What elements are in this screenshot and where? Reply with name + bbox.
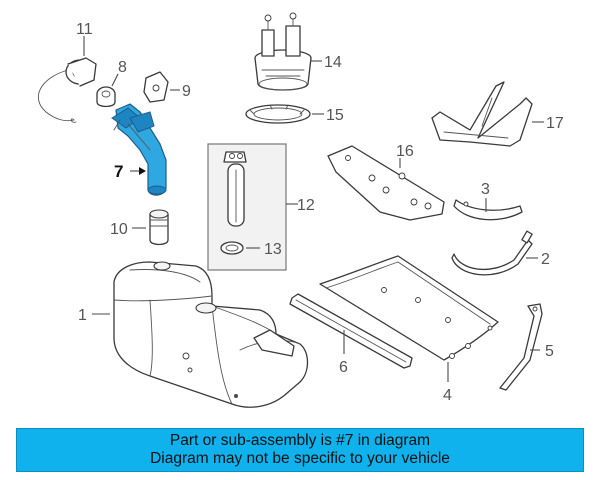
callout-10[interactable]: 10 [110, 221, 128, 238]
part-3-strap[interactable] [453, 199, 523, 221]
callout-11[interactable]: 11 [76, 21, 93, 38]
callout-16[interactable]: 16 [396, 143, 414, 160]
part-13-o-ring[interactable] [220, 241, 244, 255]
callout-2[interactable]: 2 [541, 251, 550, 268]
callout-9[interactable]: 9 [182, 83, 191, 100]
callout-8[interactable]: 8 [118, 59, 127, 76]
part-12-sending-unit[interactable] [223, 151, 247, 227]
callout-1[interactable]: 1 [78, 307, 87, 324]
part-9-bracket[interactable] [143, 71, 169, 103]
part-6-rail[interactable] [289, 293, 413, 369]
part-1-fuel-tank[interactable] [113, 261, 309, 408]
callout-13[interactable]: 13 [264, 241, 282, 258]
callout-6[interactable]: 6 [339, 359, 348, 376]
part-2-strap[interactable] [451, 230, 533, 276]
part-4-skid-plate[interactable] [319, 255, 499, 361]
part-5-strap[interactable] [499, 303, 543, 391]
callout-12[interactable]: 12 [297, 197, 315, 214]
part-16-heat-shield[interactable] [327, 145, 445, 221]
part-15-lock-ring[interactable] [245, 104, 311, 124]
callout-15[interactable]: 15 [326, 107, 344, 124]
parts-diagram: 11 8 9 7 10 [37, 12, 564, 408]
banner-line-1: Part or sub-assembly is #7 in diagram [169, 432, 431, 449]
part-11-fuel-cap-tether[interactable] [37, 57, 97, 123]
part-7-filler-neck[interactable] [111, 103, 167, 196]
leader-8 [111, 73, 119, 87]
callout-5[interactable]: 5 [545, 343, 554, 360]
part-14-fuel-pump-module[interactable] [254, 12, 312, 91]
callout-4[interactable]: 4 [443, 387, 452, 404]
banner-line-2: Diagram may not be specific to your vehi… [150, 450, 450, 467]
leader-7-arrowhead [139, 167, 146, 175]
callout-14[interactable]: 14 [324, 54, 342, 71]
callout-7[interactable]: 7 [114, 162, 123, 181]
info-banner: Part or sub-assembly is #7 in diagram Di… [16, 428, 584, 472]
callout-3[interactable]: 3 [481, 181, 490, 198]
part-17-skid-frame[interactable] [431, 81, 533, 147]
callout-17[interactable]: 17 [546, 115, 564, 132]
part-8-grommet[interactable] [96, 86, 116, 108]
part-10-hose[interactable] [149, 209, 169, 246]
